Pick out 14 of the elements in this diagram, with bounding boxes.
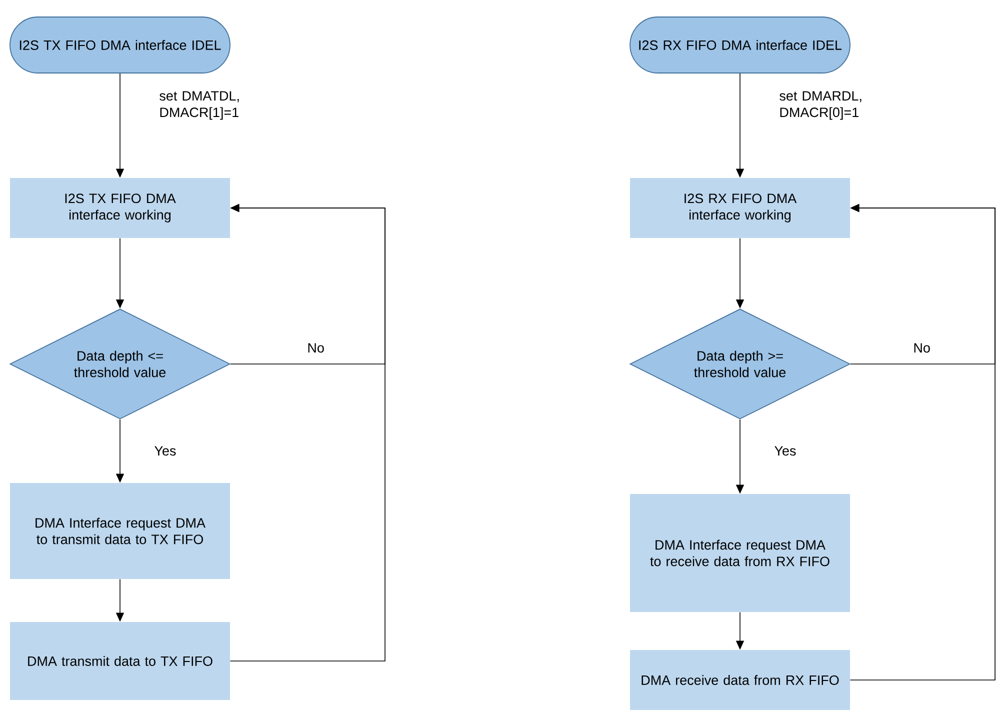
edge-label: Yes (154, 446, 176, 456)
edge-label: set DMATDL, DMACR[1]=1 (160, 91, 239, 120)
edge-label: Yes (774, 446, 796, 456)
process-box: DMA Interface request DMA to receive data from RX FIFO (630, 494, 850, 612)
process-box: DMA transmit data to TX FIFO (10, 622, 230, 700)
start-terminator: I2S TX FIFO DMA interface IDEL (10, 16, 230, 74)
process-box: DMA Interface request DMA to transmit data to TX FIFO (10, 483, 230, 579)
edge-label: No (914, 343, 930, 353)
edge-label: No (308, 343, 324, 353)
process-box: I2S RX FIFO DMA interface working (630, 178, 850, 238)
process-box: DMA receive data from RX FIFO (630, 650, 850, 710)
start-terminator: I2S RX FIFO DMA interface IDEL (630, 16, 850, 74)
edge-label: set DMARDL, DMACR[0]=1 (780, 91, 862, 120)
process-box: I2S TX FIFO DMA interface working (10, 178, 230, 238)
